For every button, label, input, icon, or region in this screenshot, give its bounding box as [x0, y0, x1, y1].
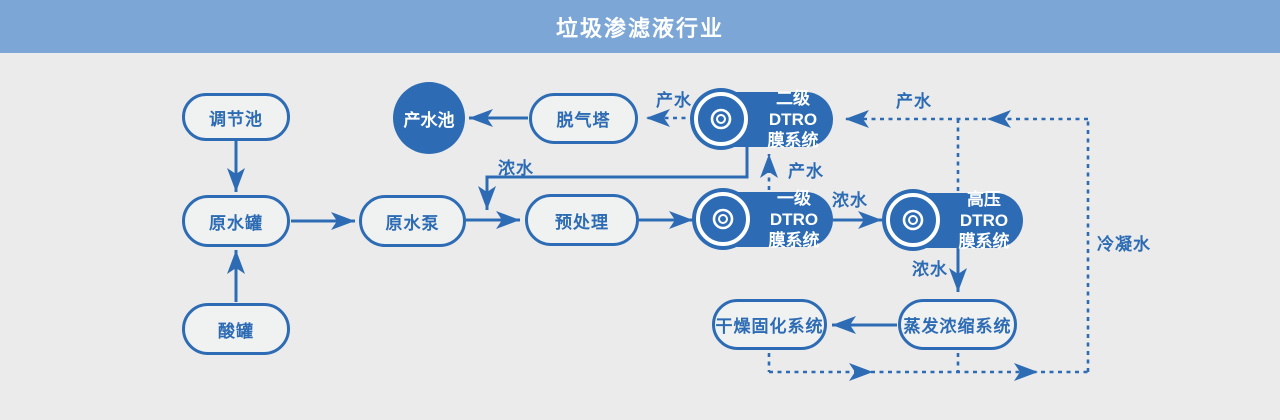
edge-erji-nongshui-return [478, 147, 749, 210]
node-label-line1: 二级DTRO [768, 88, 818, 129]
membrane-disc-icon [692, 188, 754, 250]
membrane-disc-icon [690, 88, 752, 150]
arrowhead-bottom-mid-1 [849, 363, 873, 381]
flow-label-chanshui: 产水 [656, 91, 692, 110]
flow-label-nongshui: 浓水 [912, 260, 948, 279]
node-yuanshuiguan: 原水罐 [182, 195, 290, 247]
flow-label-chanshui: 产水 [896, 92, 932, 111]
flow-label-lengningshui: 冷凝水 [1097, 235, 1151, 254]
node-ganzao: 干燥固化系统 [712, 299, 827, 350]
node-label: 原水罐 [209, 213, 263, 233]
node-tiaojiechi: 调节池 [182, 93, 290, 141]
node-label: 高压DTRO 膜系统 [945, 189, 1023, 253]
node-label-line2: 膜系统 [767, 131, 819, 151]
node-label: 干燥固化系统 [715, 317, 824, 336]
node-label: 一级DTRO 膜系统 [755, 188, 833, 252]
flow-label-chanshui: 产水 [788, 162, 824, 181]
node-label-line1: 一级DTRO [769, 188, 819, 229]
flow-label-nongshui: 浓水 [498, 159, 534, 178]
node-yuchuli: 预处理 [525, 194, 639, 246]
node-tuoqita: 脱气塔 [529, 93, 638, 144]
node-gaoya-dtro: 高压DTRO 膜系统 [882, 189, 1023, 251]
header-bar: 垃圾渗滤液行业 [0, 0, 1280, 53]
membrane-disc-icon [882, 189, 944, 251]
node-label: 蒸发浓缩系统 [903, 317, 1012, 336]
node-label: 脱气塔 [556, 111, 611, 130]
node-suanguan: 酸罐 [182, 303, 290, 355]
node-erji-dtro: 二级DTRO 膜系统 [690, 88, 833, 150]
node-label: 二级DTRO 膜系统 [753, 88, 833, 152]
node-label: 酸罐 [218, 321, 254, 341]
node-zhengfa: 蒸发浓缩系统 [898, 299, 1017, 350]
node-label-line2: 膜系统 [768, 231, 820, 251]
node-label: 产水池 [403, 110, 455, 130]
node-yuanshuibeng: 原水泵 [359, 195, 466, 247]
node-yiji-dtro: 一级DTRO 膜系统 [692, 188, 833, 250]
flow-label-nongshui: 浓水 [832, 191, 868, 210]
node-chanshuichi: 产水池 [393, 82, 465, 154]
node-label-line2: 膜系统 [958, 232, 1010, 252]
page-title: 垃圾渗滤液行业 [555, 15, 724, 41]
node-label: 调节池 [209, 109, 263, 129]
node-label: 预处理 [555, 212, 609, 232]
node-label: 原水泵 [385, 213, 440, 233]
arrowhead-bottom-mid-2 [1014, 363, 1038, 381]
arrowhead-top-return-mid [987, 110, 1011, 128]
node-label-line1: 高压DTRO [959, 189, 1009, 230]
